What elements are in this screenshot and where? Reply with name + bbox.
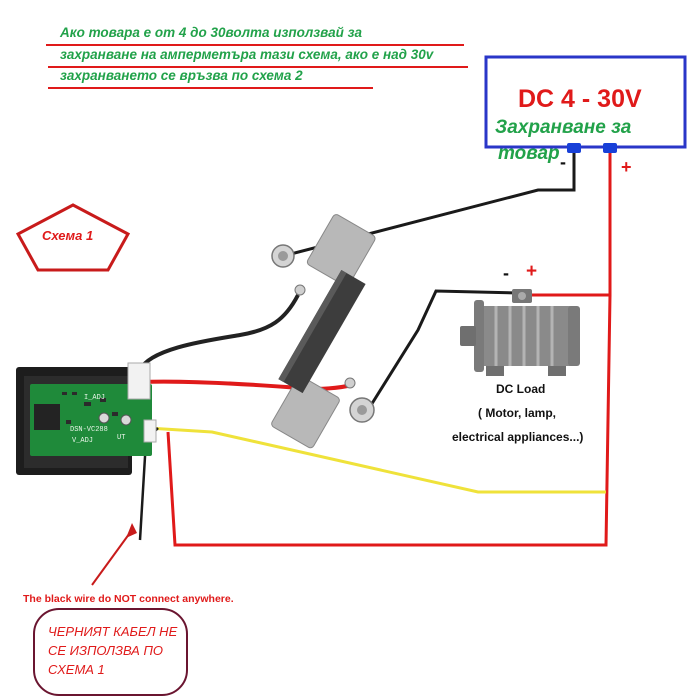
- pointer-arrow-line: [91, 529, 133, 586]
- red-wire-supply-to-meter: [166, 294, 612, 547]
- note-line-3: захранването се връзва по схема 2: [60, 68, 303, 83]
- meter-thick-black-wire: [138, 294, 300, 372]
- voltmeter-ammeter-module: [16, 362, 157, 475]
- note-line-2: захранване на амперметъра тази схема, ак…: [60, 47, 434, 62]
- pointer-arrow-head: [126, 523, 137, 538]
- note-underline-2: [48, 66, 468, 68]
- meter-adj-v-label: V_ADJ: [72, 437, 94, 445]
- load-title: DC Load: [496, 382, 546, 396]
- meter-corner-label: UT: [117, 434, 126, 442]
- supply-terminal-negative: [567, 143, 581, 153]
- note-box: [33, 608, 188, 696]
- red-wire-supply-to-load: [532, 153, 612, 297]
- shunt-bolt-bottom: [349, 397, 375, 423]
- power-supply-box: [484, 55, 687, 149]
- note-box-line-1: ЧЕРНИЯТ КАБЕЛ НЕ: [48, 624, 178, 639]
- meter-model-label: DSN-VC288: [70, 426, 108, 434]
- load-plus-sign: +: [526, 261, 538, 282]
- shunt-resistor: [271, 214, 376, 449]
- supply-caption-line2: товар: [498, 143, 560, 164]
- load-minus-sign: -: [503, 263, 509, 283]
- dc-motor-icon: [460, 289, 580, 376]
- note-box-line-3: СХЕМА 1: [48, 662, 105, 677]
- warning-text: The black wire do NOT connect anywhere.: [23, 593, 234, 605]
- meter-adj-i-label: I_ADJ: [84, 394, 106, 402]
- note-line-1: Ако товара е от 4 до 30волта използвай з…: [60, 25, 363, 40]
- supply-terminal-positive: [603, 143, 617, 153]
- meter-red-wire: [139, 379, 353, 391]
- yellow-wire: [147, 426, 606, 494]
- supply-caption-line1: Захранване за: [495, 117, 632, 138]
- scheme-label: Схема 1: [42, 228, 94, 243]
- supply-voltage-label: DC 4 - 30V: [518, 85, 642, 113]
- note-underline-3: [48, 87, 373, 89]
- shunt-bolt-top: [271, 244, 295, 268]
- supply-minus-sign: -: [560, 152, 566, 172]
- load-caption-line3: electrical appliances...): [452, 430, 584, 444]
- load-caption-line2: ( Motor, lamp,: [478, 406, 556, 420]
- black-wire-load-to-shunt: [366, 289, 521, 411]
- scheme-pentagon: [15, 203, 131, 272]
- note-underline-1: [46, 44, 464, 46]
- note-box-line-2: СЕ ИЗПОЛЗВА ПО: [48, 643, 163, 658]
- black-wire-supply-to-shunt: [286, 153, 576, 257]
- supply-plus-sign: +: [621, 157, 632, 177]
